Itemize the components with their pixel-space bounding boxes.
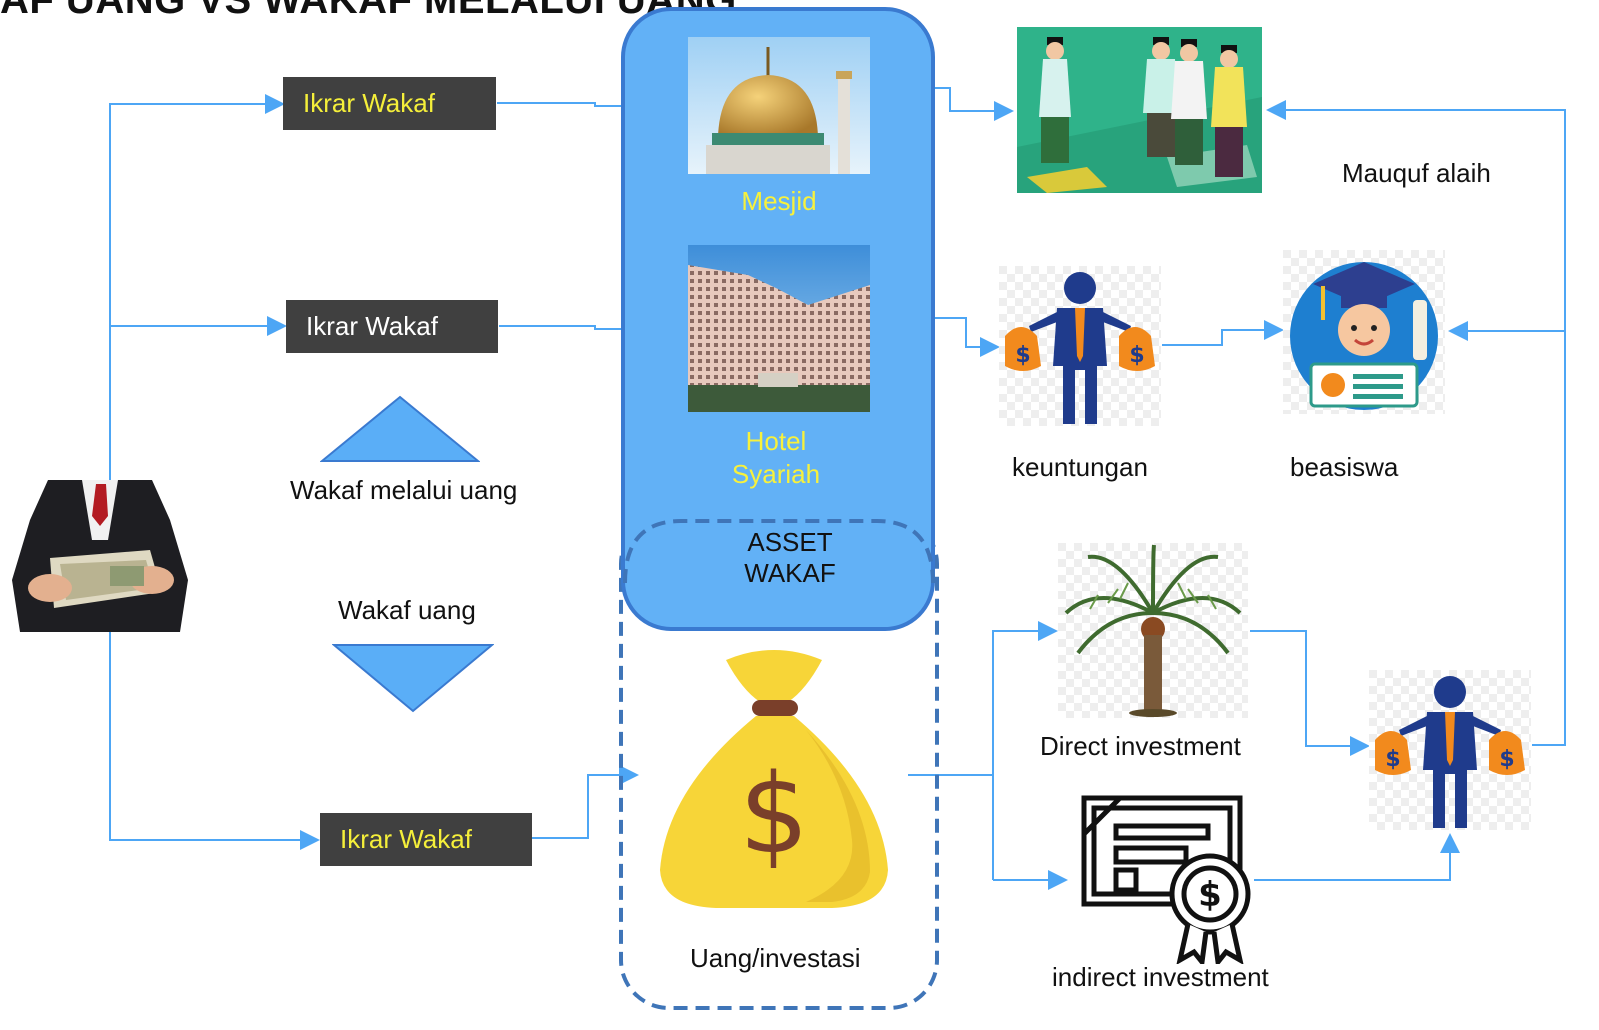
graduate-icon	[1283, 250, 1445, 414]
indirect-investment-label: indirect investment	[1052, 962, 1269, 992]
hotel-label-line2: Syariah	[731, 459, 821, 489]
arrow-to-mauquf	[1266, 100, 1566, 746]
arrow-to-ikrar-3	[109, 630, 320, 850]
praying-people-icon	[1017, 27, 1262, 193]
mesjid-label: Mesjid	[741, 186, 817, 216]
hotel-label-line1: Hotel	[745, 426, 807, 456]
arrow-indirect-profit	[1254, 833, 1460, 881]
profit-man-icon: $ $	[999, 266, 1161, 426]
ikrar-wakaf-box-2: Ikrar Wakaf	[286, 300, 498, 353]
svg-text:$: $	[1198, 875, 1222, 915]
hotel-syariah-label: Hotel Syariah	[688, 425, 864, 491]
arrow-hotel-keuntungan	[935, 317, 1000, 357]
arrow-keuntungan-beasiswa	[1162, 320, 1284, 346]
diagram-title: AF UANG VS WAKAF MELALUI UANG	[0, 0, 737, 22]
svg-text:$: $	[1385, 747, 1400, 772]
arrow-ikrar3-uang	[532, 765, 639, 839]
direct-investment-label: Direct investment	[1040, 731, 1241, 761]
down-triangle-icon	[332, 644, 494, 713]
wakaf-melalui-uang-label: Wakaf melalui uang	[290, 475, 518, 505]
businessman-money-icon	[10, 480, 190, 632]
svg-text:$: $	[739, 750, 809, 878]
money-bag-icon: $	[660, 650, 888, 908]
palm-tree-icon	[1058, 543, 1248, 718]
asset-wakaf-dashed-cap	[623, 519, 935, 584]
uang-investasi-label: Uang/investasi	[690, 943, 861, 973]
asset-label-line2: WAKAF	[744, 558, 836, 588]
svg-text:$: $	[1129, 343, 1144, 368]
mauquf-alaih-label: Mauquf alaih	[1342, 158, 1491, 188]
arrow-to-ikrar-1	[109, 94, 285, 480]
mosque-icon	[688, 37, 870, 174]
up-triangle-icon	[320, 395, 480, 462]
wakaf-uang-label: Wakaf uang	[338, 595, 476, 625]
ikrar-wakaf-box-3: Ikrar Wakaf	[320, 813, 532, 866]
beasiswa-label: beasiswa	[1290, 452, 1399, 482]
hotel-icon	[688, 245, 870, 412]
asset-label-line1: ASSET	[747, 527, 833, 557]
asset-wakaf-label: ASSET WAKAF	[720, 527, 860, 589]
profit-man-icon: $ $	[1369, 670, 1531, 830]
svg-text:$: $	[1499, 747, 1514, 772]
keuntungan-label: keuntungan	[1012, 452, 1148, 482]
ikrar-wakaf-box-1: Ikrar Wakaf	[283, 77, 496, 130]
arrow-to-direct	[992, 621, 1058, 880]
arrow-direct-profit	[1250, 630, 1370, 756]
svg-text:$: $	[1015, 343, 1030, 368]
certificate-icon: $	[1081, 795, 1251, 964]
